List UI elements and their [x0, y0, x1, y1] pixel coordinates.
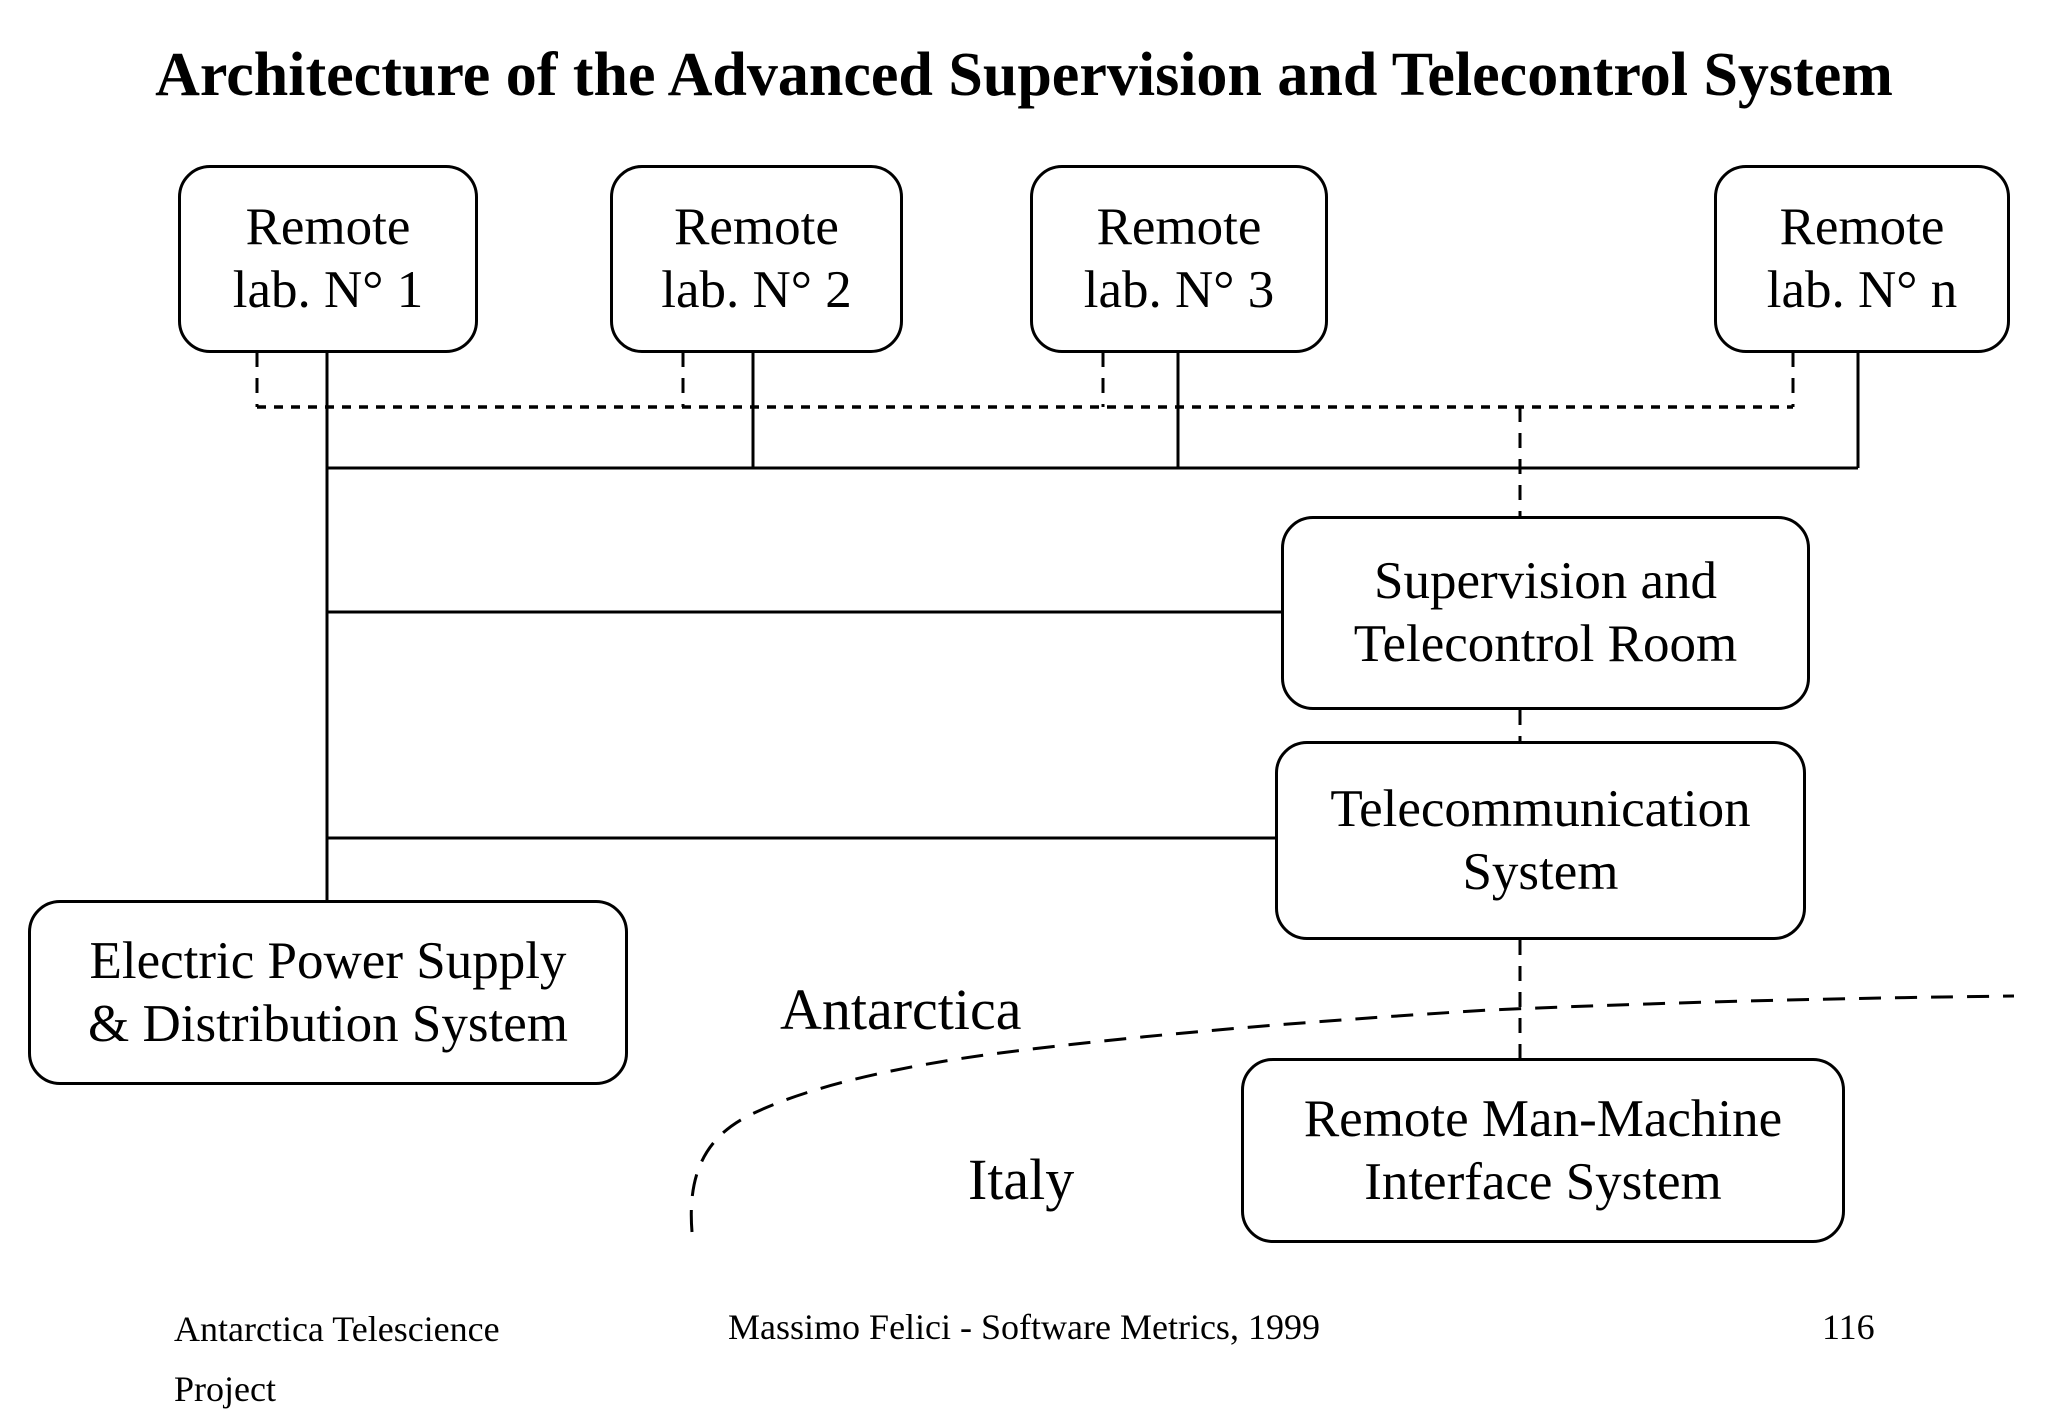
region-label-italy: Italy — [968, 1147, 1075, 1212]
region-label-antarctica: Antarctica — [780, 977, 1022, 1042]
node-remote-lab-2: Remote lab. N° 2 — [610, 165, 903, 353]
node-remote-lab-n: Remote lab. N° n — [1714, 165, 2010, 353]
node-supervision-telecontrol-room: Supervision and Telecontrol Room — [1281, 516, 1810, 710]
footer-author-credit: Massimo Felici - Software Metrics, 1999 — [728, 1307, 1320, 1347]
node-remote-man-machine-interface: Remote Man-Machine Interface System — [1241, 1058, 1845, 1243]
footer-page-number: 116 — [1822, 1307, 1875, 1347]
slide-title: Architecture of the Advanced Supervision… — [155, 41, 1893, 109]
node-telecommunication-system: Telecommunication System — [1275, 741, 1806, 940]
node-remote-lab-1: Remote lab. N° 1 — [178, 165, 478, 353]
node-electric-power-supply: Electric Power Supply & Distribution Sys… — [28, 900, 628, 1085]
edge-antarctica-italy-boundary — [689, 994, 2015, 1233]
node-remote-lab-3: Remote lab. N° 3 — [1030, 165, 1328, 353]
footer-project-name: Antarctica Telescience Project — [174, 1309, 500, 1409]
